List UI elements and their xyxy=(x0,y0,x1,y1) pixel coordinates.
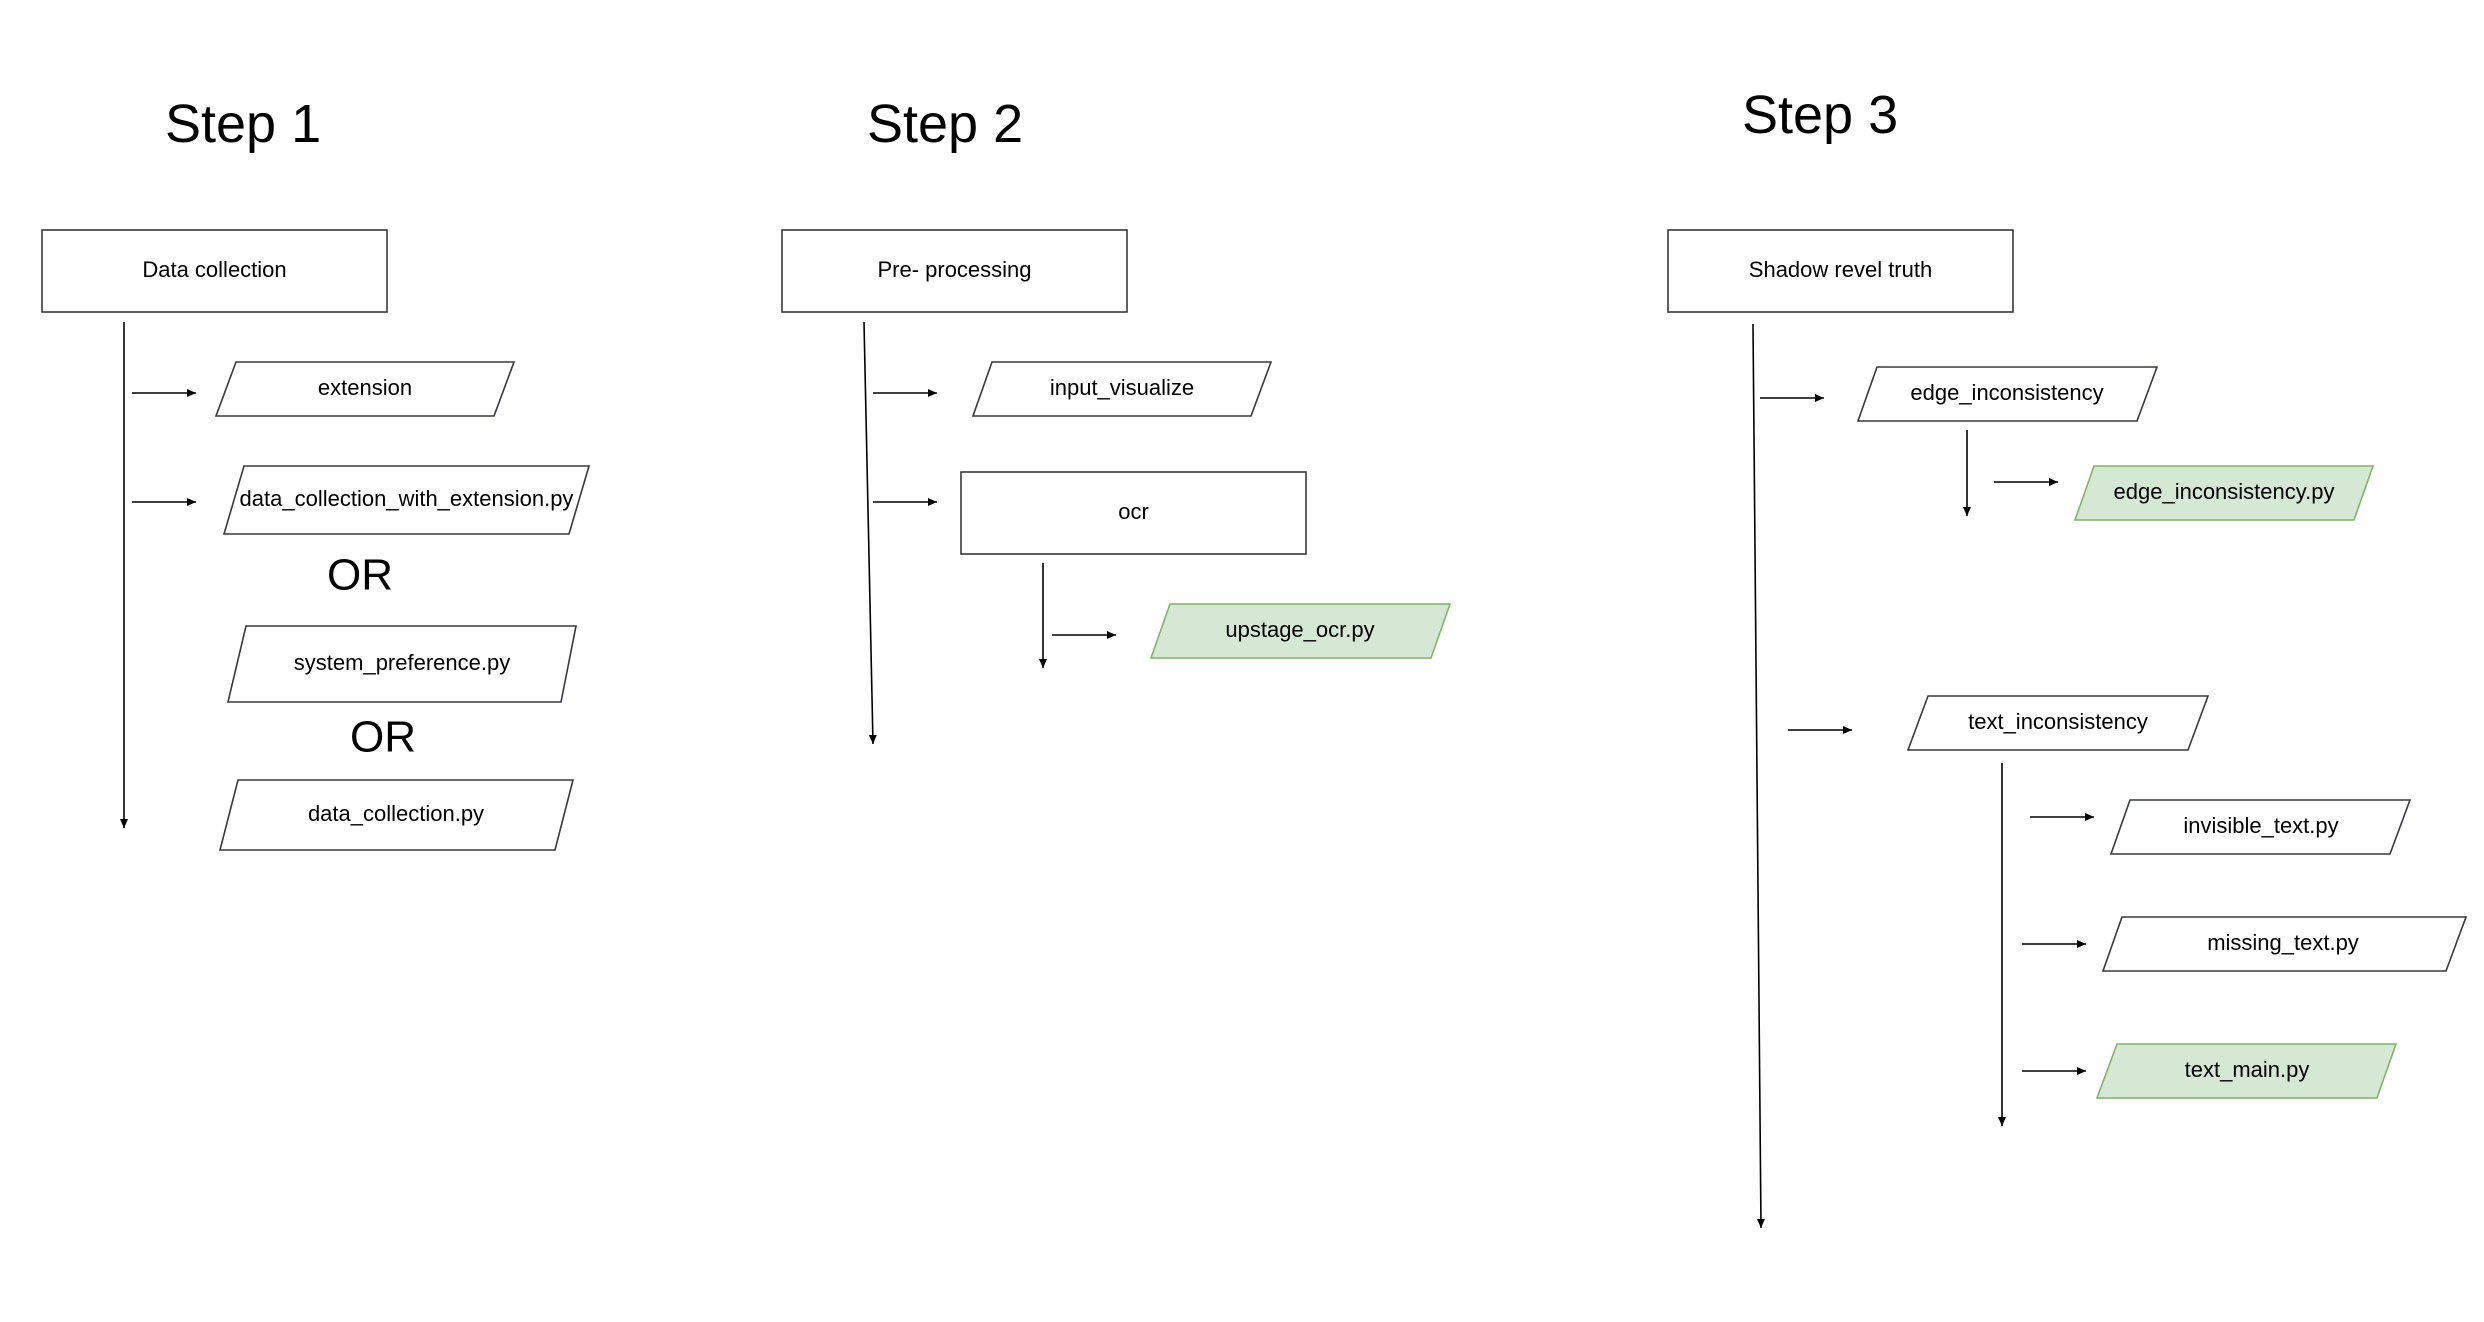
step-1-column: Step 1 Data collection extension data_co… xyxy=(41,94,591,851)
edge-inconsistency-label: edge_inconsistency xyxy=(1910,380,2103,405)
step-3-trunk-arrow xyxy=(1752,323,1765,1229)
step-2-trunk-arrow xyxy=(863,321,877,745)
edge-inconsistency-py-node[interactable] xyxy=(2073,465,2375,521)
upstage-ocr-label: upstage_ocr.py xyxy=(1225,617,1374,642)
data-collection-with-extension-node[interactable] xyxy=(222,465,591,535)
system-preference-label: system_preference.py xyxy=(294,650,510,675)
data-collection-py-node[interactable] xyxy=(218,779,575,851)
step-2-heading: Step 2 xyxy=(867,94,1023,154)
text-inconsistency-node[interactable] xyxy=(1906,695,2210,751)
step-1-heading: Step 1 xyxy=(165,94,321,154)
extension-label: extension xyxy=(318,375,412,400)
data-collection-box[interactable] xyxy=(41,229,388,313)
text-main-label: text_main.py xyxy=(2185,1057,2310,1082)
missing-text-label: missing_text.py xyxy=(2207,930,2359,955)
data-collection-py-label: data_collection.py xyxy=(308,801,484,826)
upstage-ocr-node[interactable] xyxy=(1149,603,1452,659)
extension-node[interactable] xyxy=(214,361,516,417)
step-2-column: Step 2 Pre- processing input_visualize o… xyxy=(781,94,1452,745)
system-preference-node[interactable] xyxy=(226,625,577,703)
pre-processing-box[interactable] xyxy=(781,229,1128,313)
pre-processing-label: Pre- processing xyxy=(877,257,1031,282)
edge-inconsistency-node[interactable] xyxy=(1856,366,2159,422)
data-collection-label: Data collection xyxy=(142,257,286,282)
text-main-node[interactable] xyxy=(2095,1043,2398,1099)
or-separator-1: OR xyxy=(327,551,393,600)
ocr-label: ocr xyxy=(1118,499,1149,524)
edge-inconsistency-py-label: edge_inconsistency.py xyxy=(2114,479,2335,504)
shadow-revel-truth-box[interactable] xyxy=(1667,229,2014,313)
shadow-revel-truth-label: Shadow revel truth xyxy=(1749,257,1932,282)
step-3-column: Step 3 Shadow revel truth edge_inconsist… xyxy=(1667,85,2468,1229)
data-collection-with-extension-label: data_collection_with_extension.py xyxy=(240,486,574,511)
input-visualize-node[interactable] xyxy=(971,361,1273,417)
invisible-text-node[interactable] xyxy=(2109,799,2412,855)
invisible-text-label: invisible_text.py xyxy=(2183,813,2338,838)
ocr-box[interactable] xyxy=(960,471,1307,555)
missing-text-node[interactable] xyxy=(2101,916,2468,972)
input-visualize-label: input_visualize xyxy=(1050,375,1194,400)
step-3-heading: Step 3 xyxy=(1742,85,1898,145)
or-separator-2: OR xyxy=(350,713,416,762)
text-inconsistency-label: text_inconsistency xyxy=(1968,709,2148,734)
